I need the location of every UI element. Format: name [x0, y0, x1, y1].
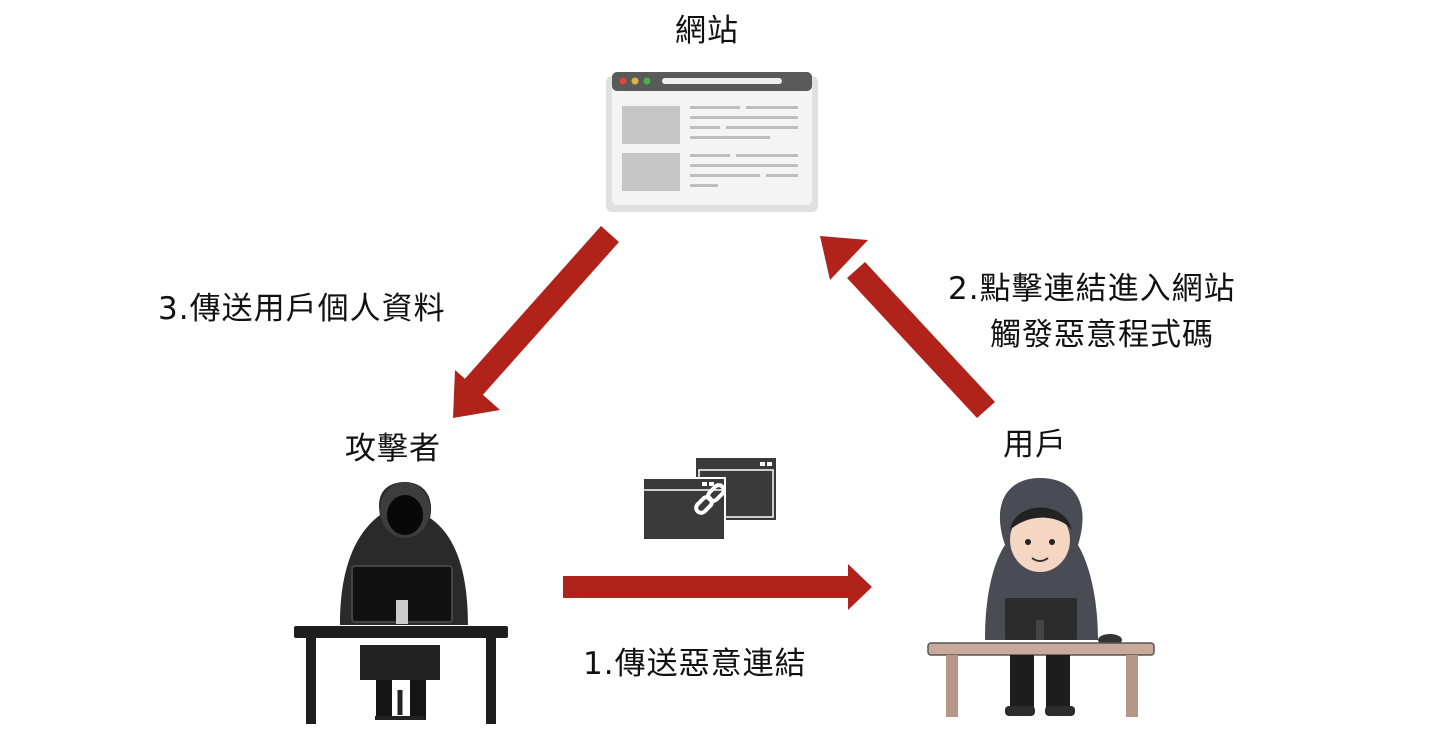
step2-label-line1: 2.點擊連結進入網站	[948, 271, 1236, 307]
step1-label: 1.傳送惡意連結	[583, 646, 807, 682]
malicious-link-icon	[642, 458, 776, 541]
arrow-step2	[820, 236, 995, 418]
arrow-step1	[563, 564, 872, 610]
chain-link-icon	[694, 483, 726, 515]
website-label: 網站	[675, 13, 739, 49]
step2-label-line2: 觸發惡意程式碼	[990, 317, 1214, 353]
user-figure	[927, 478, 1155, 717]
arrow-step3	[453, 226, 619, 418]
user-label: 用戶	[1003, 427, 1067, 463]
attacker-figure	[294, 482, 508, 724]
browser-window-icon	[606, 72, 818, 212]
attacker-label: 攻擊者	[345, 431, 441, 467]
step3-label: 3.傳送用戶個人資料	[158, 291, 446, 327]
